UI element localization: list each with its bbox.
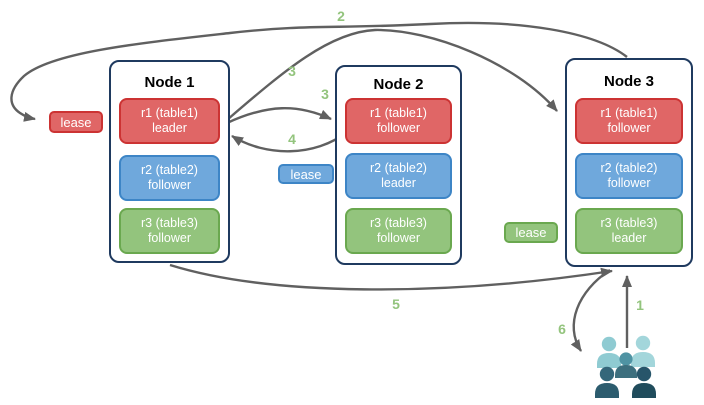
node-2-replica-r1: r1 (table1) follower — [345, 98, 452, 144]
replica-name: r2 (table2) — [370, 161, 427, 175]
node-3-replica-r2: r2 (table2) follower — [575, 153, 683, 199]
step-label-2: 2 — [337, 8, 345, 24]
node-3-replica-r1: r1 (table1) follower — [575, 98, 683, 144]
node-3: Node 3 r1 (table1) follower r2 (table2) … — [565, 58, 693, 267]
replica-role: follower — [607, 176, 651, 190]
node-1-replica-r2: r2 (table2) follower — [119, 155, 220, 201]
node-1: Node 1 r1 (table1) leader r2 (table2) fo… — [109, 60, 230, 263]
replica-role: leader — [611, 231, 647, 245]
step-label-3-upper: 3 — [288, 63, 296, 79]
replica-name: r1 (table1) — [600, 106, 658, 120]
node-1-title: Node 1 — [144, 74, 195, 91]
arrow-step-5 — [169, 263, 613, 291]
replica-role: leader — [381, 176, 416, 190]
replica-name: r2 (table2) — [141, 163, 198, 177]
replica-name: r2 (table2) — [600, 161, 658, 175]
arrow-step-3-to-node2 — [226, 107, 332, 125]
replica-name: r3 (table3) — [370, 216, 427, 230]
replica-role: follower — [607, 121, 651, 135]
replica-name: r3 (table3) — [600, 216, 658, 230]
replica-name: r3 (table3) — [141, 216, 198, 230]
node-3-replica-r3: r3 (table3) leader — [575, 208, 683, 254]
arrow-step-2 — [10, 21, 628, 122]
node-2-title: Node 2 — [373, 76, 424, 93]
node-2-replica-r3: r3 (table3) follower — [345, 208, 452, 254]
replica-role: follower — [147, 231, 192, 245]
replica-name: r1 (table1) — [370, 106, 427, 120]
node-2-replica-r2: r2 (table2) leader — [345, 153, 452, 199]
node-1-replica-r3: r3 (table3) follower — [119, 208, 220, 254]
lease-badge-r2: lease — [278, 164, 334, 184]
replica-name: r1 (table1) — [141, 106, 198, 120]
lease-badge-r3: lease — [504, 222, 558, 243]
step-label-5: 5 — [392, 296, 400, 312]
node-1-replica-r1: r1 (table1) leader — [119, 98, 220, 144]
step-label-6: 6 — [558, 321, 566, 337]
replica-role: follower — [376, 231, 421, 245]
lease-badge-r1: lease — [49, 111, 103, 133]
replica-role: follower — [376, 121, 421, 135]
node-3-title: Node 3 — [603, 73, 654, 90]
step-label-4: 4 — [288, 131, 296, 147]
step-label-3-lower: 3 — [321, 86, 329, 102]
step-label-1: 1 — [636, 297, 644, 313]
replica-role: follower — [147, 178, 192, 192]
node-2: Node 2 r1 (table1) follower r2 (table2) … — [335, 65, 462, 265]
arrow-step-3-to-node3 — [226, 28, 558, 121]
arrow-step-6 — [570, 268, 611, 352]
replica-role: leader — [152, 121, 187, 135]
users-group-icon — [595, 335, 656, 398]
